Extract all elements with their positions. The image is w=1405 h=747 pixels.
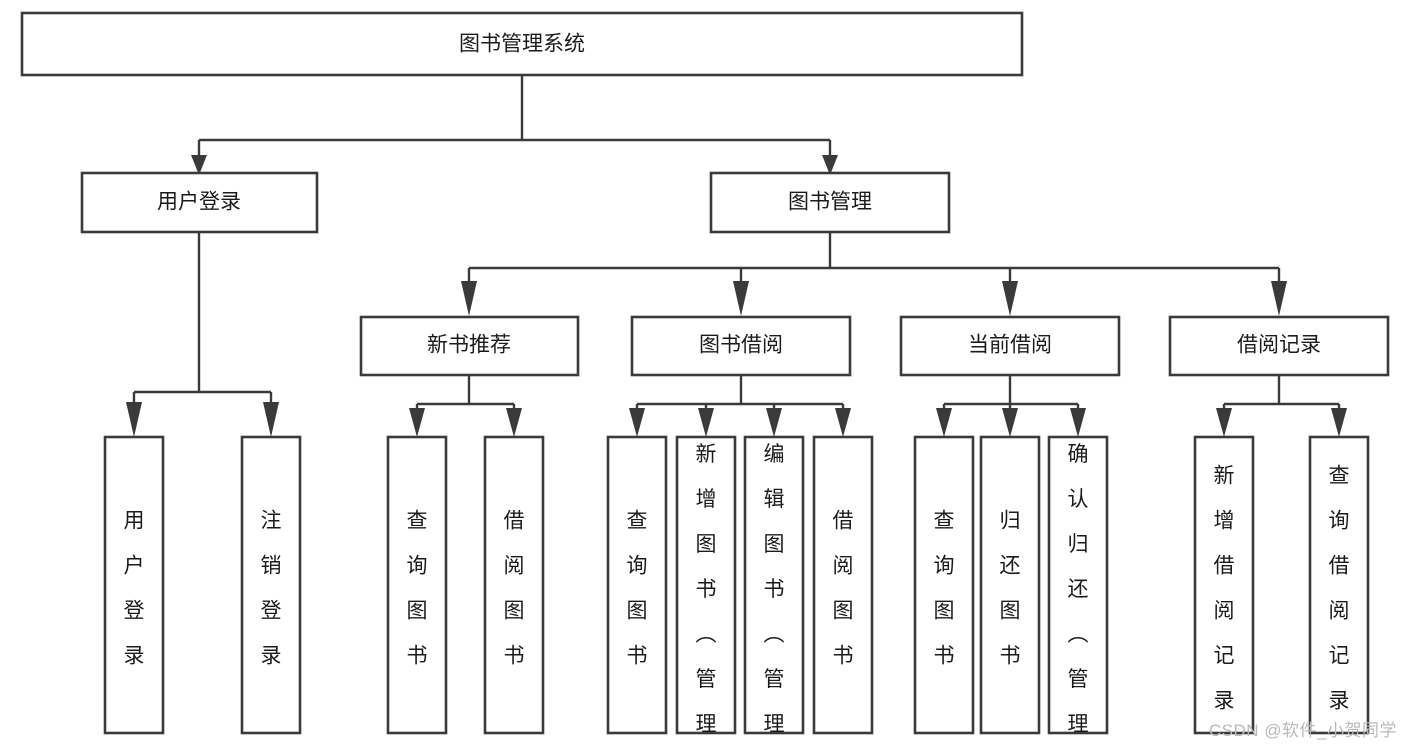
node-current-label: 当前借阅 xyxy=(968,334,1052,357)
node-bookmgmt-box[interactable] xyxy=(709,171,951,234)
leaf-11-label: 确认归还︵管理员︶ xyxy=(1068,443,1089,747)
arrow-head-leaf-1 xyxy=(126,402,142,437)
leaf-5-box[interactable] xyxy=(606,435,668,735)
node-bookmgmt-label: 图书管理 xyxy=(788,191,872,214)
node-root[interactable]: 图书管理系统 xyxy=(20,11,1024,77)
node-login-box[interactable] xyxy=(80,171,319,234)
arrow-head-leaf-4 xyxy=(506,408,522,437)
leaf-13[interactable]: 查询借阅记录 xyxy=(1308,435,1370,735)
node-borrow[interactable]: 图书借阅 xyxy=(630,315,852,377)
leaf-3[interactable]: 查询图书 xyxy=(386,435,448,735)
leaf-2[interactable]: 注销登录 xyxy=(240,435,302,735)
leaf-6[interactable]: 新增图书︵管理员︶ xyxy=(675,435,737,747)
leaf-11[interactable]: 确认归还︵管理员︶ xyxy=(1047,435,1109,747)
node-bookmgmt[interactable]: 图书管理 xyxy=(709,171,951,234)
arrow-head-leaf-12 xyxy=(1216,408,1232,437)
node-newbook[interactable]: 新书推荐 xyxy=(359,315,580,377)
leaf-11-box[interactable] xyxy=(1047,435,1109,735)
node-root-label: 图书管理系统 xyxy=(459,33,585,56)
leaf-6-label: 新增图书︵管理员︶ xyxy=(696,443,717,747)
leaf-7[interactable]: 编辑图书︵管理员︶ xyxy=(743,435,805,747)
leaf-2-box[interactable] xyxy=(240,435,302,735)
arrow-head-leaf-2 xyxy=(263,402,279,437)
arrow-head-leaf-7 xyxy=(766,408,782,437)
node-current[interactable]: 当前借阅 xyxy=(899,315,1121,377)
node-records-box[interactable] xyxy=(1168,315,1390,377)
node-current-box[interactable] xyxy=(899,315,1121,377)
leaf-4-box[interactable] xyxy=(483,435,545,735)
leaf-13-box[interactable] xyxy=(1308,435,1370,735)
csdn-watermark: CSDN @软件_小贺同学 xyxy=(1208,721,1397,740)
leaf-12-box[interactable] xyxy=(1193,435,1255,735)
node-newbook-box[interactable] xyxy=(359,315,580,377)
node-records-label: 借阅记录 xyxy=(1237,334,1321,357)
leaf-8-label: 借阅图书 xyxy=(833,509,854,667)
leaf-3-box[interactable] xyxy=(386,435,448,735)
leaf-9-box[interactable] xyxy=(913,435,975,735)
leaf-8[interactable]: 借阅图书 xyxy=(812,435,874,735)
node-borrow-label: 图书借阅 xyxy=(699,334,783,357)
leaf-1-label: 用户登录 xyxy=(124,509,145,667)
leaf-5[interactable]: 查询图书 xyxy=(606,435,668,735)
leaf-12-label: 新增借阅记录 xyxy=(1214,464,1235,712)
leaf-12[interactable]: 新增借阅记录 xyxy=(1193,435,1255,735)
leaf-1-box[interactable] xyxy=(103,435,165,735)
arrow-head-borrow xyxy=(733,281,749,316)
arrow-head-leaf-8 xyxy=(835,408,851,437)
leaf-9-label: 查询图书 xyxy=(934,509,955,667)
node-newbook-label: 新书推荐 xyxy=(427,334,511,357)
leaf-10-label: 归还图书 xyxy=(1000,509,1021,667)
node-login-label: 用户登录 xyxy=(157,191,241,214)
leaf-5-label: 查询图书 xyxy=(627,509,648,667)
node-login[interactable]: 用户登录 xyxy=(80,171,319,234)
arrow-head-newbook xyxy=(461,281,477,316)
arrow-head-leaf-9 xyxy=(936,408,952,437)
leaf-3-label: 查询图书 xyxy=(407,509,428,667)
leaf-1[interactable]: 用户登录 xyxy=(103,435,165,735)
arrow-head-leaf-11 xyxy=(1070,408,1086,437)
leaf-2-label: 注销登录 xyxy=(261,509,282,667)
arrow-head-leaf-13 xyxy=(1331,408,1347,437)
leaf-10[interactable]: 归还图书 xyxy=(979,435,1041,735)
leaf-9[interactable]: 查询图书 xyxy=(913,435,975,735)
arrow-head-leaf-10 xyxy=(1002,408,1018,437)
arrow-head-bookmgmt xyxy=(822,155,838,175)
node-records[interactable]: 借阅记录 xyxy=(1168,315,1390,377)
arrow-head-login xyxy=(191,155,207,175)
leaf-4[interactable]: 借阅图书 xyxy=(483,435,545,735)
arrow-head-leaf-6 xyxy=(698,408,714,437)
node-root-box[interactable] xyxy=(20,11,1024,77)
leaf-4-label: 借阅图书 xyxy=(504,509,525,667)
arrow-head-leaf-3 xyxy=(409,408,425,437)
leaf-10-box[interactable] xyxy=(979,435,1041,735)
node-borrow-box[interactable] xyxy=(630,315,852,377)
leaf-7-box[interactable] xyxy=(743,435,805,735)
leaf-7-label: 编辑图书︵管理员︶ xyxy=(764,443,785,747)
connector-layer xyxy=(126,75,1347,437)
arrow-head-leaf-5 xyxy=(629,408,645,437)
leaf-6-box[interactable] xyxy=(675,435,737,735)
arrow-head-records xyxy=(1271,281,1287,316)
leaf-8-box[interactable] xyxy=(812,435,874,735)
leaf-13-label: 查询借阅记录 xyxy=(1329,464,1350,712)
arrow-head-current xyxy=(1002,281,1018,316)
